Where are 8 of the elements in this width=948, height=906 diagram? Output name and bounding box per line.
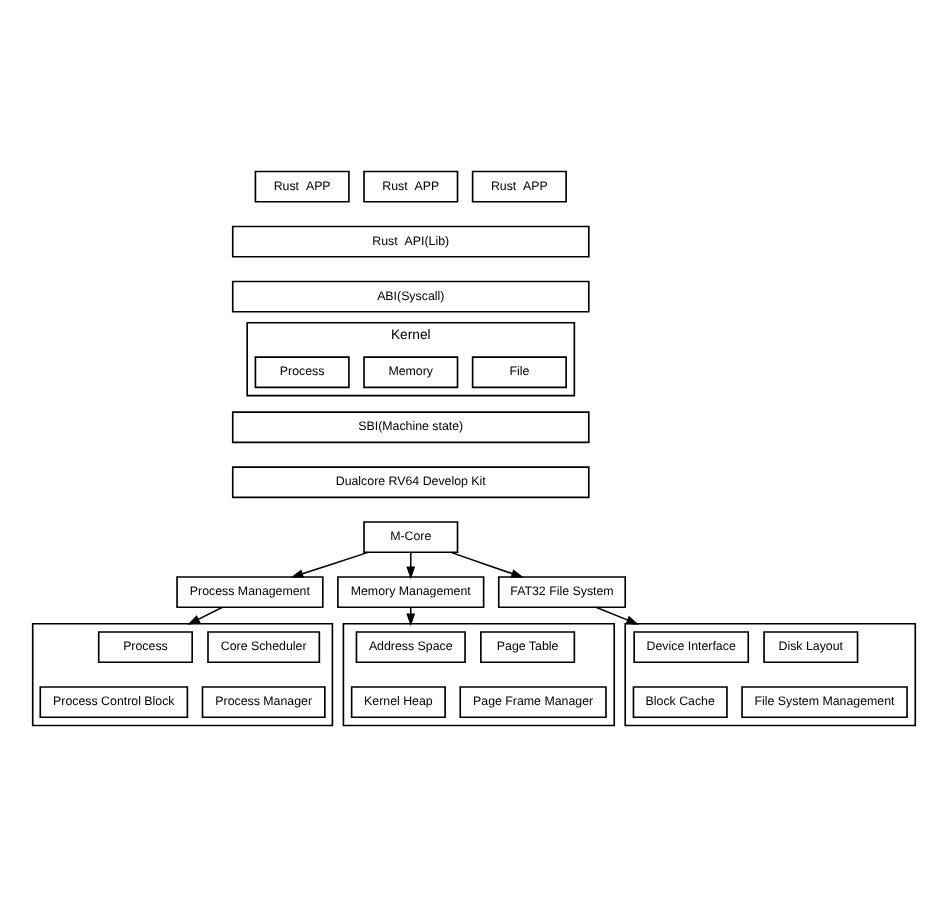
cluster	[342, 621, 616, 726]
arrow	[290, 550, 369, 577]
cluster	[624, 621, 917, 726]
arrow	[450, 550, 524, 577]
cluster	[31, 621, 334, 726]
arrow	[406, 551, 416, 579]
arrow	[187, 605, 223, 624]
arrow	[595, 605, 639, 624]
